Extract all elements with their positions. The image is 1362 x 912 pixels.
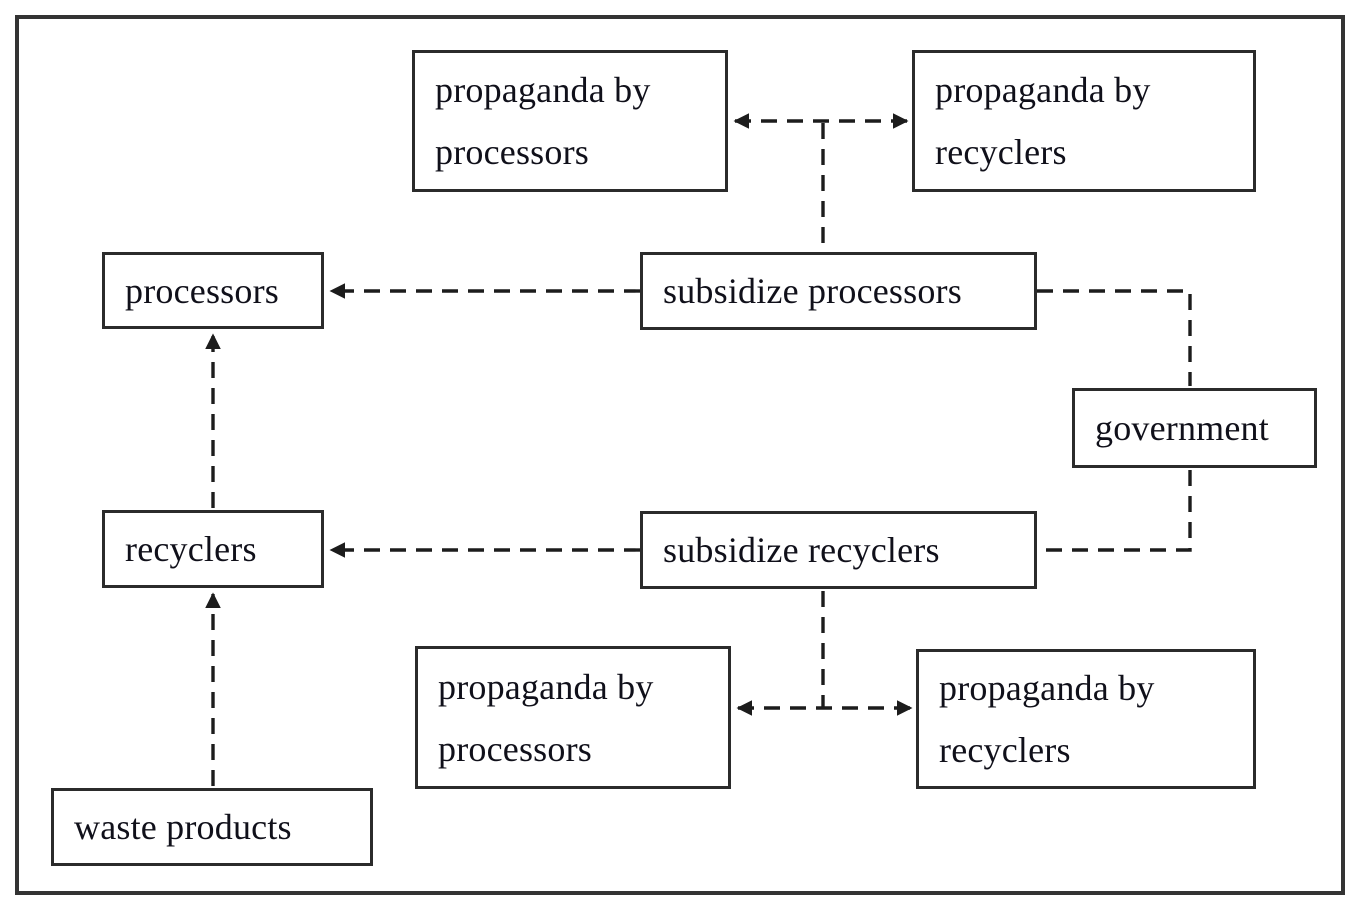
node-propaganda-by-processors-bottom: propaganda by processors <box>415 646 731 789</box>
node-label: recyclers <box>125 529 257 569</box>
node-label: propaganda by recyclers <box>939 668 1155 770</box>
node-label: subsidize processors <box>663 271 962 311</box>
node-propaganda-by-processors-top: propaganda by processors <box>412 50 728 192</box>
node-label: propaganda by processors <box>435 70 651 172</box>
node-waste-products: waste products <box>51 788 373 866</box>
node-propaganda-by-recyclers-bottom: propaganda by recyclers <box>916 649 1256 789</box>
node-label: subsidize recyclers <box>663 530 940 570</box>
node-recyclers: recyclers <box>102 510 324 588</box>
node-label: propaganda by recyclers <box>935 70 1151 172</box>
node-government: government <box>1072 388 1317 468</box>
node-label: processors <box>125 270 279 311</box>
node-processors: processors <box>102 252 324 329</box>
node-label: government <box>1095 408 1269 448</box>
node-subsidize-recyclers: subsidize recyclers <box>640 511 1037 589</box>
node-label: waste products <box>74 807 292 847</box>
node-subsidize-processors: subsidize processors <box>640 252 1037 330</box>
node-label: propaganda by processors <box>438 666 654 769</box>
node-propaganda-by-recyclers-top: propaganda by recyclers <box>912 50 1256 192</box>
